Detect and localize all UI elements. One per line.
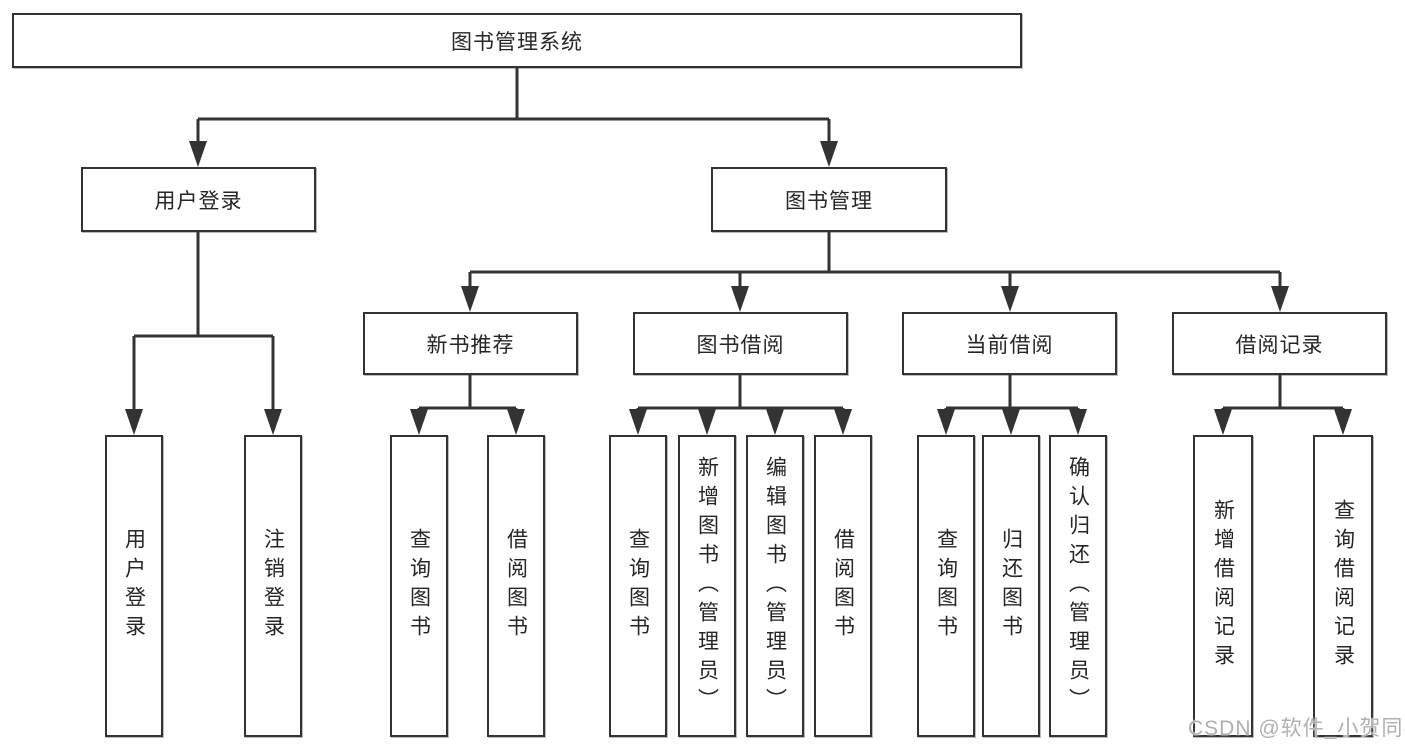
node-query-borrow-record: 查询借阅记录 xyxy=(1313,435,1373,737)
node-query-books-recommend: 查询图书 xyxy=(390,435,448,737)
arrowhead-icons xyxy=(125,141,1352,435)
node-borrow-books-recommend: 借阅图书 xyxy=(487,435,545,737)
node-confirm-return-admin: 确认归还（管理员） xyxy=(1049,435,1107,737)
node-add-book-admin: 新增图书（管理员） xyxy=(678,435,736,737)
node-user-login-leaf: 用户登录 xyxy=(105,435,163,737)
node-borrow-books-leaf: 借阅图书 xyxy=(814,435,872,737)
node-borrow-records: 借阅记录 xyxy=(1172,312,1387,375)
node-query-books-borrow: 查询图书 xyxy=(609,435,667,737)
node-add-borrow-record: 新增借阅记录 xyxy=(1193,435,1253,737)
node-user-login-branch: 用户登录 xyxy=(81,167,316,232)
node-query-books-current: 查询图书 xyxy=(917,435,975,737)
node-book-borrow: 图书借阅 xyxy=(633,312,848,375)
node-new-book-recommend: 新书推荐 xyxy=(363,312,578,375)
node-return-books: 归还图书 xyxy=(982,435,1040,737)
node-current-borrow: 当前借阅 xyxy=(902,312,1117,375)
node-logout-leaf: 注销登录 xyxy=(244,435,302,737)
node-book-management-branch: 图书管理 xyxy=(711,167,947,232)
csdn-watermark: CSDN @软件_小贺同学 xyxy=(1188,717,1405,740)
node-root: 图书管理系统 xyxy=(12,13,1022,68)
node-edit-book-admin: 编辑图书（管理员） xyxy=(746,435,804,737)
